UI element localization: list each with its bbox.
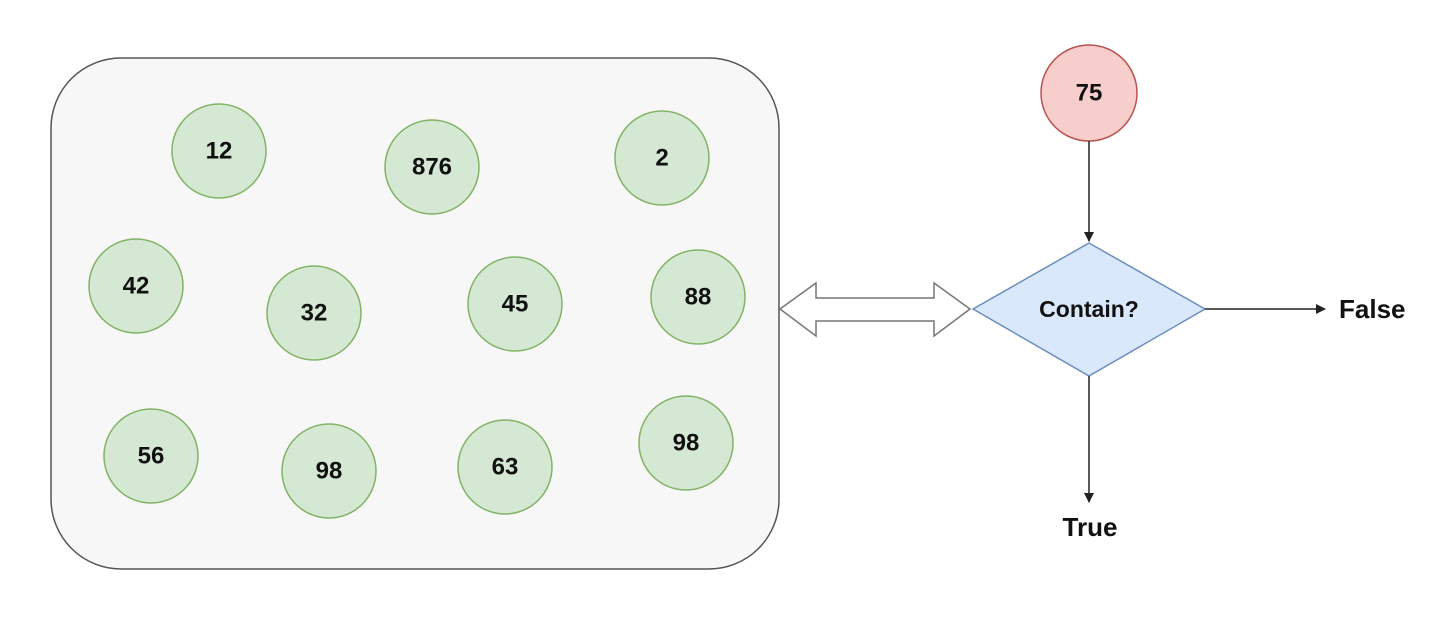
set-item-node — [171, 103, 267, 199]
set-item-node — [614, 110, 710, 206]
decision-label: Contain? — [1039, 296, 1139, 322]
double-arrow — [778, 281, 972, 338]
set-item-value: 98 — [673, 430, 700, 457]
set-item-value: 876 — [412, 154, 452, 181]
set-item-value: 45 — [502, 291, 529, 318]
set-items-group: 12 876 2 42 32 45 88 56 98 63 98 — [88, 103, 746, 519]
set-item-node — [266, 265, 362, 361]
set-item-value: 56 — [138, 443, 165, 470]
set-item-node — [103, 408, 199, 504]
set-item-value: 2 — [655, 145, 668, 172]
set-item-value: 98 — [316, 458, 343, 485]
set-item-node — [638, 395, 734, 491]
set-item-node — [457, 419, 553, 515]
set-item-value: 42 — [123, 273, 150, 300]
set-item-node — [88, 238, 184, 334]
false-outcome-label: False — [1339, 294, 1406, 324]
query-value: 75 — [1076, 80, 1103, 107]
set-item-value: 63 — [492, 454, 519, 481]
true-outcome-label: True — [1063, 512, 1118, 542]
set-item-node — [281, 423, 377, 519]
set-item-value: 88 — [685, 284, 712, 311]
set-item-node — [650, 249, 746, 345]
set-item-node — [384, 119, 480, 215]
set-item-value: 12 — [206, 138, 233, 165]
set-item-node — [467, 256, 563, 352]
set-item-value: 32 — [301, 300, 328, 327]
